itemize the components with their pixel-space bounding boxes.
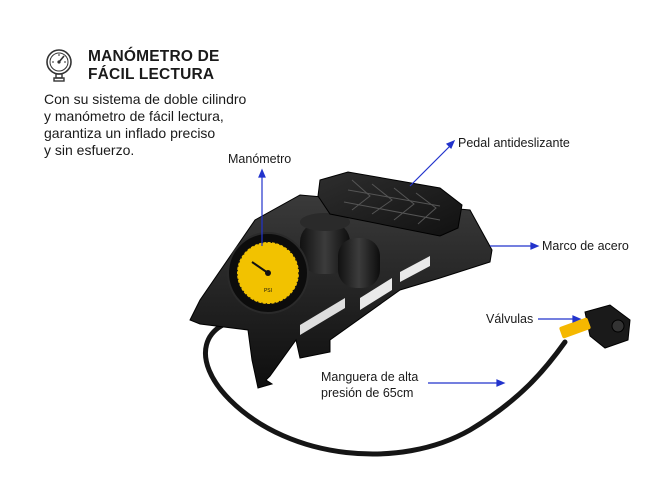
feature-description: Con su sistema de doble cilindro y manóm…: [44, 91, 284, 159]
feature-title-line1: MANÓMETRO DE: [88, 48, 220, 65]
manometer-gauge: PSI: [227, 232, 309, 314]
svg-text:PSI: PSI: [264, 288, 272, 294]
callout-pedal: Pedal antideslizante: [458, 136, 570, 150]
pressure-gauge-icon: [46, 49, 72, 82]
description-line2: y manómetro de fácil lectura,: [44, 108, 224, 124]
double-cylinder: [300, 213, 380, 288]
feature-title-line2: FÁCIL LECTURA: [88, 66, 215, 83]
callout-manometro: Manómetro: [228, 152, 292, 166]
feature-header: MANÓMETRO DE FÁCIL LECTURA: [44, 48, 220, 84]
valve-head: [559, 304, 631, 349]
callout-marco: Marco de acero: [542, 239, 629, 253]
callout-arrows: [258, 139, 582, 387]
description-line4: y sin esfuerzo.: [44, 142, 135, 158]
description-line1: Con su sistema de doble cilindro: [44, 91, 247, 107]
feature-title: MANÓMETRO DE FÁCIL LECTURA: [88, 48, 220, 84]
callout-manguera-line1: Manguera de alta: [321, 370, 419, 384]
callout-manguera: Manguera de alta presión de 65cm: [321, 369, 418, 401]
callout-manguera-line2: presión de 65cm: [321, 386, 414, 400]
anti-slip-pedal: [317, 171, 463, 237]
description-line3: garantiza un inflado preciso: [44, 125, 216, 141]
callout-valvulas: Válvulas: [486, 312, 534, 326]
hose: [203, 315, 568, 457]
